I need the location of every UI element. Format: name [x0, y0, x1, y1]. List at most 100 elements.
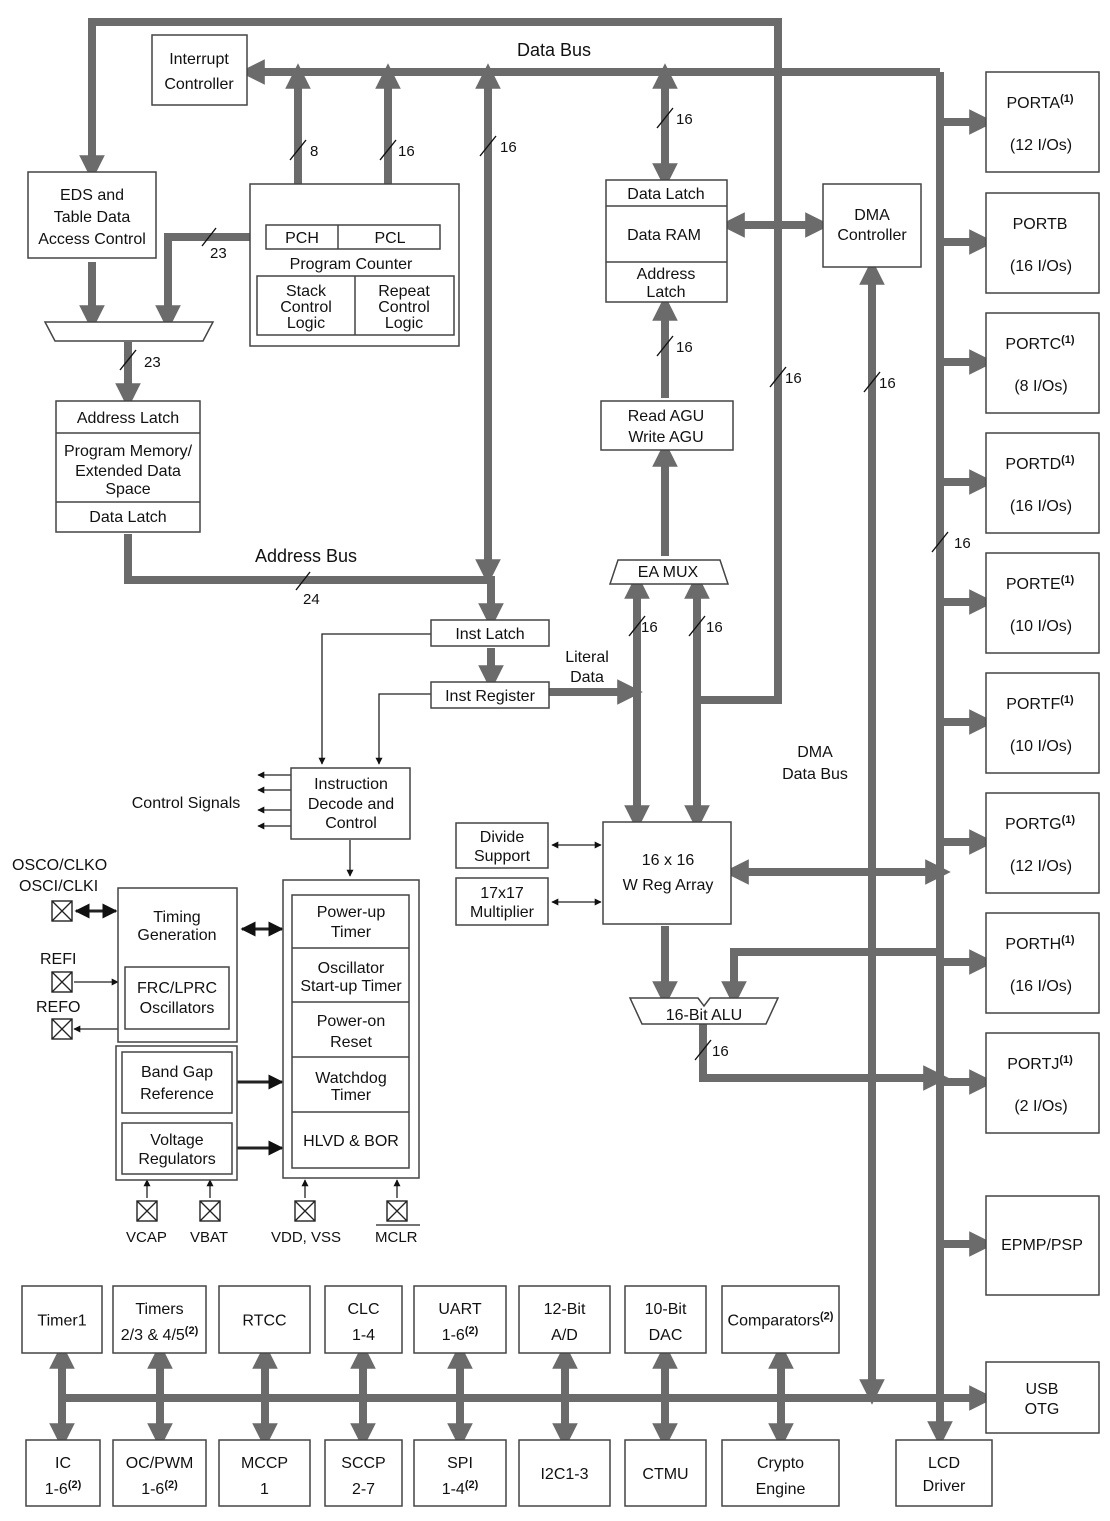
peripheral-connectors	[49, 1343, 794, 1449]
literal-data-label-2: Data	[570, 669, 604, 686]
port-portj: PORTJ(1) (2 I/Os)	[985, 1032, 1100, 1134]
svg-text:Inst Register: Inst Register	[445, 688, 535, 705]
ea-mux: EA MUX	[608, 559, 730, 585]
pin-refi	[51, 971, 73, 993]
port-name: PORTC(1)	[1005, 334, 1074, 353]
peripheral-label: Crypto	[757, 1455, 804, 1472]
svg-text:Support: Support	[474, 848, 531, 865]
svg-text:Address: Address	[637, 266, 696, 283]
svg-text:OTG: OTG	[1025, 1401, 1060, 1418]
svg-text:Control: Control	[325, 815, 377, 832]
port-portd: PORTD(1)(16 I/Os)	[985, 432, 1100, 534]
pin-refo-label: REFO	[36, 999, 80, 1016]
width-pcl: 16	[398, 143, 415, 160]
svg-text:Timer: Timer	[331, 924, 372, 941]
pin-osco-label: OSCO/CLKO	[12, 857, 107, 874]
port-name: PORTE(1)	[1006, 574, 1075, 593]
eds-access-control: EDS and Table Data Access Control	[27, 171, 157, 259]
pin-vbat	[199, 1200, 221, 1222]
w-reg-array: 16 x 16 W Reg Array	[602, 821, 732, 925]
width-data-bus: 16	[500, 139, 517, 156]
watchdog-timer: Watchdog	[315, 1070, 386, 1087]
port-io-count: (10 I/Os)	[1010, 618, 1072, 635]
epmp-psp: EPMP/PSP	[985, 1195, 1100, 1296]
width-pch: 8	[310, 143, 318, 160]
frc-oscillators: FRC/LPRC	[137, 980, 217, 997]
svg-text:Access Control: Access Control	[38, 231, 146, 248]
peripheral-sublabel: 2/3 & 4/5(2)	[121, 1325, 199, 1344]
power-up-timer: Power-up	[317, 904, 386, 921]
program-memory: Address Latch Program Memory/ Extended D…	[55, 400, 201, 533]
control-signals-label: Control Signals	[132, 795, 241, 812]
peripheral-label: Comparators(2)	[728, 1311, 834, 1330]
port-name: PORTD(1)	[1005, 454, 1074, 473]
pin-vbat-label: VBAT	[190, 1229, 228, 1246]
svg-text:Driver: Driver	[923, 1478, 966, 1495]
reset-timers-block: Power-up Timer Oscillator Start-up Timer…	[282, 879, 420, 1179]
literal-data-label-1: Literal	[565, 649, 609, 666]
svg-text:LCD: LCD	[928, 1455, 960, 1472]
svg-text:USB: USB	[1026, 1381, 1059, 1398]
svg-text:Multiplier: Multiplier	[470, 904, 535, 921]
svg-text:Write AGU: Write AGU	[628, 429, 703, 446]
svg-text:Logic: Logic	[287, 315, 325, 332]
svg-text:Control: Control	[378, 299, 430, 316]
pin-vcap	[136, 1200, 158, 1222]
peripheral-rtcc: RTCC	[218, 1285, 311, 1354]
pin-refo	[51, 1018, 73, 1040]
width-ram-bus: 16	[676, 111, 693, 128]
pin-vdd-vss-label: VDD, VSS	[271, 1229, 341, 1246]
usb-otg: USB OTG	[985, 1361, 1100, 1434]
svg-text:Decode and: Decode and	[308, 796, 394, 813]
width-agu-ram: 16	[676, 339, 693, 356]
inst-latch: Inst Latch	[430, 619, 550, 647]
bus-width-markers	[119, 107, 949, 1061]
port-arrows	[940, 109, 995, 1257]
pch-register: PCH	[285, 230, 319, 247]
width-pc-mux: 23	[210, 245, 227, 262]
peripheral-sublabel: 2-7	[352, 1481, 375, 1498]
peripheral-label: SPI	[447, 1455, 473, 1472]
oscillator-startup-timer: Oscillator	[318, 960, 385, 977]
program-counter-block: PCH PCL Program Counter Stack Control Lo…	[249, 183, 460, 347]
svg-text:Instruction: Instruction	[314, 776, 388, 793]
port-io-count: (2 I/Os)	[1014, 1098, 1067, 1115]
thin-connections	[73, 633, 602, 1198]
width-alu-out: 16	[712, 1043, 729, 1060]
pin-refi-label: REFI	[40, 951, 76, 968]
svg-text:Reset: Reset	[330, 1034, 372, 1051]
svg-text:Interrupt: Interrupt	[169, 51, 229, 68]
svg-text:W Reg Array: W Reg Array	[623, 877, 714, 894]
peripherals-bottom-row: IC1-6(2)OC/PWM1-6(2)MCCP1SCCP2-7SPI1-4(2…	[25, 1439, 840, 1507]
timing-generation: Timing Generation FRC/LPRC Oscillators	[117, 887, 238, 1043]
peripheral-label: UART	[438, 1301, 481, 1318]
peripheral-label: I2C1-3	[540, 1466, 588, 1483]
instruction-decode: Instruction Decode and Control	[290, 767, 411, 840]
bus-alu-feedback	[721, 948, 940, 1007]
bus-wreg-loop	[697, 684, 782, 704]
port-name: PORTF(1)	[1006, 694, 1074, 713]
peripheral-timer1: Timer1	[21, 1285, 103, 1354]
alu: 16-Bit ALU	[628, 997, 780, 1025]
svg-text:Oscillators: Oscillators	[140, 1000, 215, 1017]
svg-text:Timing: Timing	[153, 909, 200, 926]
bus-pc-mux	[155, 233, 250, 331]
hlvd-bor: HLVD & BOR	[303, 1133, 399, 1150]
port-name: PORTJ(1)	[1007, 1054, 1073, 1073]
peripheral-sublabel: 1-4	[352, 1327, 375, 1344]
port-portc: PORTC(1)(8 I/Os)	[985, 312, 1100, 414]
peripheral-label: OC/PWM	[126, 1455, 194, 1472]
bus-eds-top	[79, 18, 782, 688]
peripheral-label: 12-Bit	[544, 1301, 586, 1318]
port-io-count: (16 I/Os)	[1010, 978, 1072, 995]
pins: OSCO/CLKO OSCI/CLKI REFI REFO VCAP VBAT	[12, 857, 420, 1246]
dma-data-bus-label-1: DMA	[797, 744, 833, 761]
band-gap-reference: Band Gap	[141, 1064, 213, 1081]
width-loop-bus: 16	[785, 370, 802, 387]
svg-text:EPMP/PSP: EPMP/PSP	[1001, 1237, 1083, 1254]
